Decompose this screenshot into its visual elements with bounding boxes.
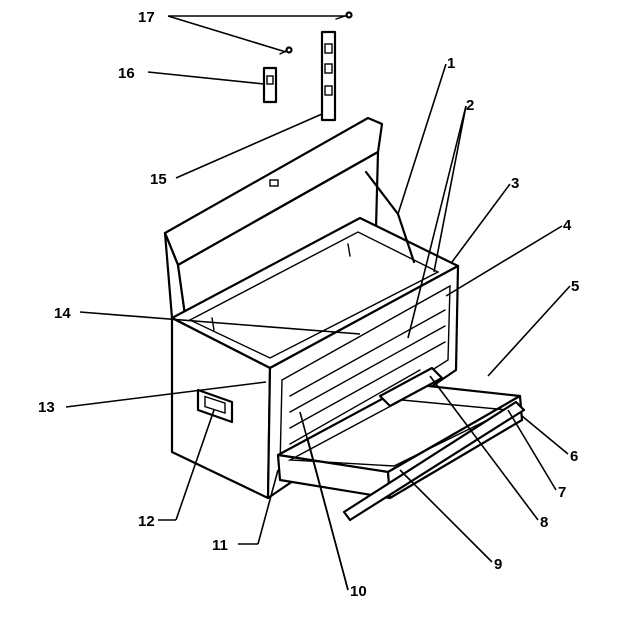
- callout-5: 5: [571, 278, 579, 295]
- callout-labels: 17 16 15 1 2 3 4 5 6 7 8 9 10 11 12 13 1…: [38, 9, 579, 600]
- callout-11: 11: [212, 537, 228, 554]
- callout-3: 3: [511, 175, 519, 192]
- side-handle: [196, 388, 234, 424]
- callout-17: 17: [138, 9, 155, 26]
- leader-lines: [65, 15, 571, 591]
- callout-15: 15: [150, 171, 167, 188]
- callout-13: 13: [38, 399, 55, 416]
- callout-2: 2: [466, 97, 474, 114]
- lid: [163, 116, 384, 324]
- hinge-strip-long: [320, 30, 337, 122]
- callout-4: 4: [563, 217, 572, 234]
- callout-10: 10: [350, 583, 367, 600]
- drawer: [276, 366, 526, 522]
- hinge-strip-short: [262, 66, 278, 104]
- callout-6: 6: [570, 448, 578, 465]
- lid-support-arm: [364, 170, 416, 264]
- callout-14: 14: [54, 305, 71, 322]
- callout-16: 16: [118, 65, 135, 82]
- callout-8: 8: [540, 514, 548, 531]
- callout-7: 7: [558, 484, 566, 501]
- callout-12: 12: [138, 513, 155, 530]
- callout-9: 9: [494, 556, 502, 573]
- callout-1: 1: [447, 55, 455, 72]
